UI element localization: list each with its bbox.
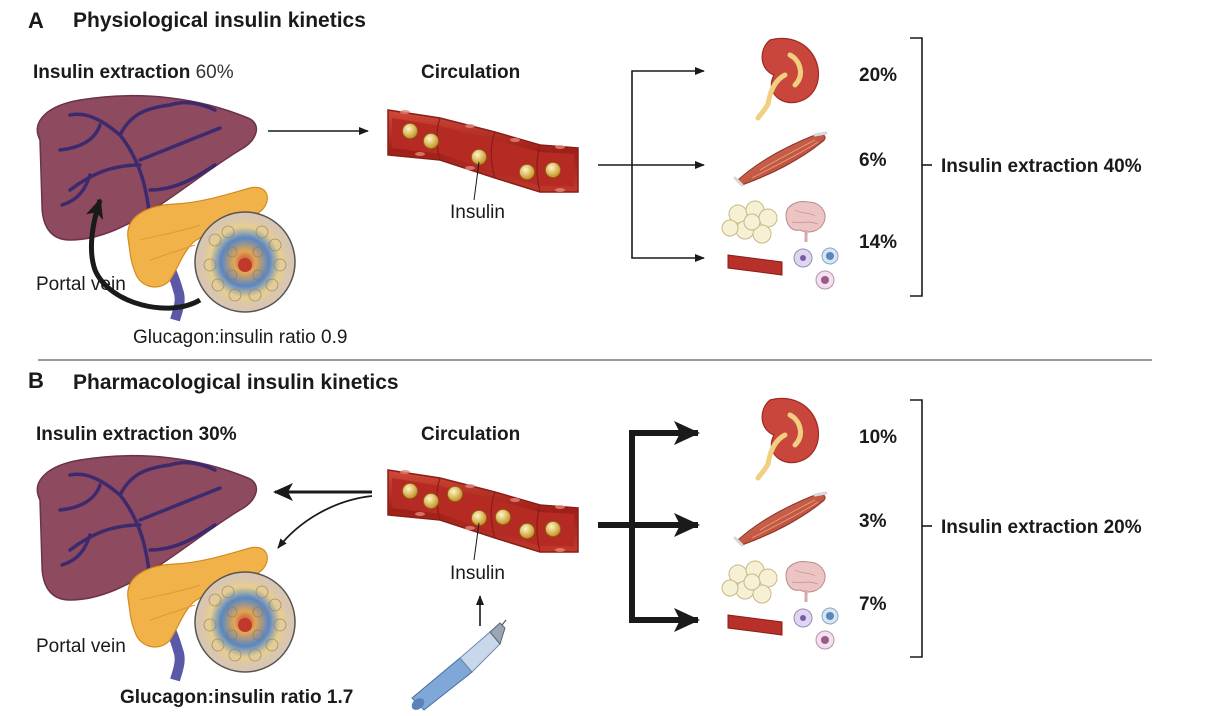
panel-a-letter: A [28, 8, 44, 33]
kidney-illustration [758, 398, 818, 478]
kidney-illustration [758, 38, 818, 118]
insulin-pointer-line [473, 161, 480, 201]
panel-a-portal-vein-label: Portal vein [36, 274, 126, 295]
liver-extraction-value: 60% [195, 62, 234, 83]
panel-b-portal-vein-label: Portal vein [36, 636, 126, 657]
panel-b-other-tissues-percent: 7% [859, 594, 887, 615]
panel-a-total-extraction-label: Insulin extraction 40% [941, 156, 1142, 177]
muscle-illustration [733, 131, 828, 187]
panel-b-total-extraction-label: Insulin extraction 20% [941, 517, 1142, 538]
panel-a-muscle-percent: 6% [859, 150, 887, 171]
distribution-arrows [598, 421, 700, 632]
panel-b-liver-extraction-label: Insulin extraction 30% [36, 424, 237, 445]
panel-b-insulin-label: Insulin [450, 563, 505, 584]
panel-a-liver-extraction-label: Insulin extraction 60% [33, 63, 234, 82]
panel-a-kidney-percent: 20% [859, 65, 898, 86]
panel-a-insulin-label: Insulin [450, 202, 505, 223]
panel-b-kidney-percent: 10% [859, 427, 898, 448]
pancreatic-islet-illustration [194, 211, 296, 313]
panel-b-title: Pharmacological insulin kinetics [73, 371, 399, 394]
insulin-granules [402, 123, 561, 180]
circulation-to-pancreas-arrow [277, 495, 373, 549]
panel-a-ratio-label: Glucagon:insulin ratio 0.9 [133, 327, 348, 348]
panel-b-ratio-label: Glucagon:insulin ratio 1.7 [120, 687, 354, 708]
extraction-bracket [910, 37, 923, 297]
insulin-pointer-line [473, 522, 480, 561]
other-tissues-illustration [720, 199, 840, 291]
panel-a-title: Physiological insulin kinetics [73, 9, 366, 32]
pancreatic-islet-illustration [194, 571, 296, 673]
panel-a-other-tissues-percent: 14% [859, 232, 898, 253]
panel-b-letter: B [28, 368, 44, 393]
muscle-illustration [733, 491, 828, 547]
other-tissues-illustration [720, 559, 840, 651]
panel-b-muscle-percent: 3% [859, 511, 887, 532]
panel-a [35, 37, 932, 322]
blood-vessel-illustration [387, 469, 579, 553]
panel-b [35, 398, 932, 711]
distribution-arrows [598, 67, 705, 262]
panel-a-circulation-label: Circulation [421, 62, 521, 83]
liver-extraction-prefix: Insulin extraction [33, 62, 191, 83]
panel-b-circulation-label: Circulation [421, 424, 521, 445]
insulin-pen-illustration [411, 619, 507, 711]
portal-flow-arrow [85, 198, 202, 311]
extraction-bracket [910, 399, 923, 658]
